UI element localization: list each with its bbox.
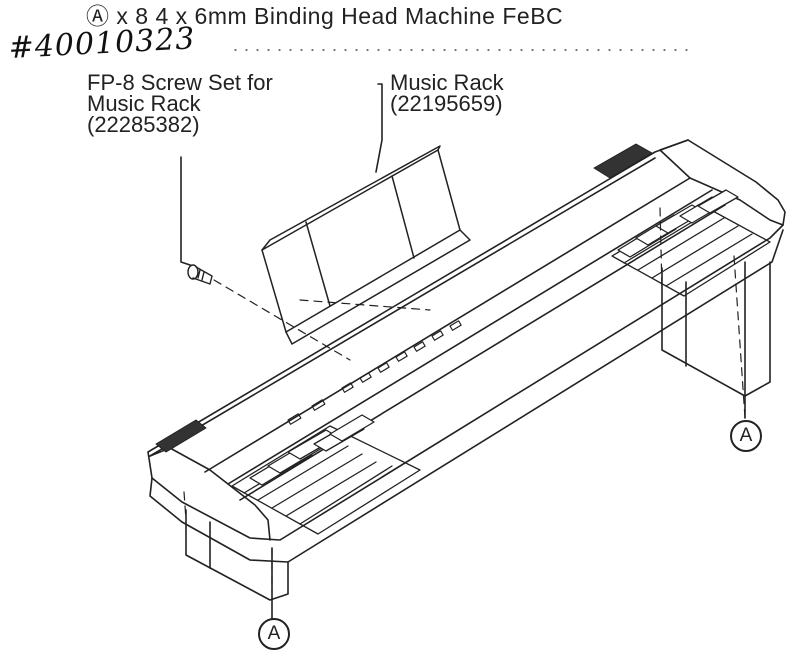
black-key xyxy=(329,414,375,442)
rack-top-bar xyxy=(261,145,441,251)
left-key-line xyxy=(257,445,349,501)
keyboard-body xyxy=(147,139,786,563)
music-rack-label-line-2: (22195659) xyxy=(390,91,503,116)
screw-icon xyxy=(187,264,213,285)
right-key-line xyxy=(651,225,739,279)
rack-divider xyxy=(391,175,415,259)
rack-leader-line xyxy=(375,83,383,173)
left-key-section xyxy=(231,414,421,535)
panel-lower-edge xyxy=(239,204,726,501)
right-key-line xyxy=(637,217,725,271)
diagram-title: Ⓐ x 8 4 x 6mm Binding Head Machine FeBC xyxy=(86,3,564,29)
body-front-face xyxy=(149,229,784,563)
callout-a-right: A xyxy=(730,420,762,452)
screw-set-label-line-1: FP-8 Screw Set for xyxy=(87,70,273,95)
music-rack xyxy=(261,145,471,345)
screw-leader-line xyxy=(180,156,194,267)
screw-set-label: FP-8 Screw Set for Music Rack (22285382) xyxy=(87,70,273,137)
music-rack-label-line-1: Music Rack xyxy=(390,70,504,95)
control-buttons xyxy=(287,320,462,425)
screw-set-label-line-3: (22285382) xyxy=(87,112,200,137)
left-key-line xyxy=(285,461,377,517)
rack-divider xyxy=(305,221,331,307)
left-leg xyxy=(185,509,289,601)
control-panel-edge xyxy=(204,177,691,473)
callout-a-left: A xyxy=(258,618,290,650)
body-rear-edge xyxy=(149,157,656,457)
control-panel-front-edge xyxy=(227,189,713,485)
left-key-line xyxy=(299,465,393,525)
right-end-cap xyxy=(659,139,784,226)
right-leg xyxy=(661,261,771,397)
music-rack-label: Music Rack (22195659) xyxy=(390,70,504,116)
left-key-line xyxy=(271,453,363,509)
left-speaker-grille xyxy=(155,419,207,453)
rack-lower-lip xyxy=(285,229,471,345)
right-key-line xyxy=(665,233,753,287)
screw-set-label-line-2: Music Rack xyxy=(87,91,201,116)
black-key xyxy=(697,189,739,214)
right-speaker-grille xyxy=(593,143,653,179)
right-key-section xyxy=(611,189,771,297)
